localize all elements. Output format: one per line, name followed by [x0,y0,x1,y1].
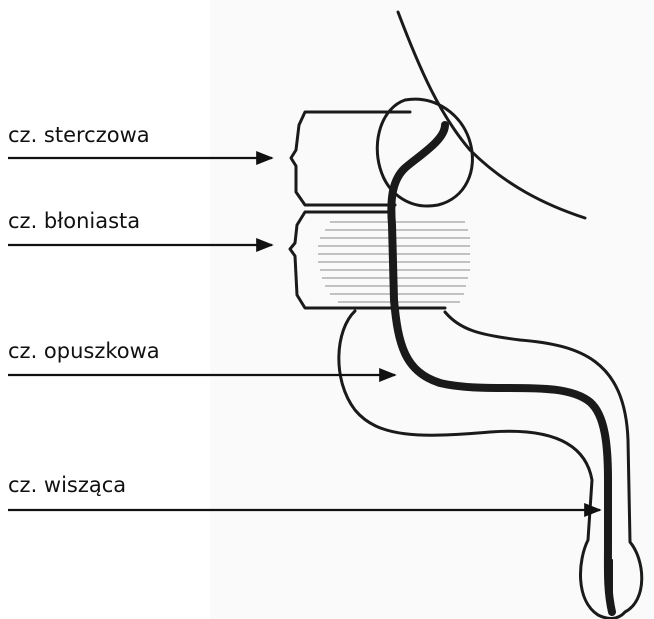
label-pendulous: cz. wisząca [8,473,126,497]
label-bulbar: cz. opuszkowa [8,339,160,363]
label-membranous: cz. błoniasta [8,209,140,233]
label-prostatic: cz. sterczowa [8,123,150,147]
